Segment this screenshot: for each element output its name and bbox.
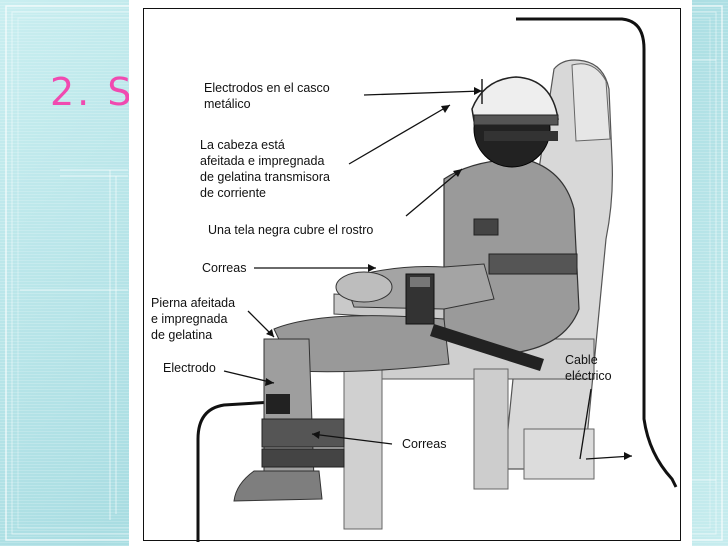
label-electric-cable: Cable eléctrico bbox=[565, 353, 612, 383]
label-straps-legs: Correas bbox=[402, 437, 447, 451]
person-foot bbox=[233, 470, 323, 502]
arrow-leg bbox=[266, 329, 274, 337]
diagonal-belt bbox=[430, 324, 544, 371]
chair-headrest bbox=[571, 63, 611, 142]
arrow-strap-leg bbox=[312, 431, 320, 439]
metal-helmet bbox=[471, 76, 559, 122]
arrow-electrode bbox=[265, 378, 274, 386]
chair-leg-back bbox=[473, 368, 509, 490]
helmet-band bbox=[473, 114, 559, 126]
label-straps-arm: Correas bbox=[202, 261, 247, 275]
label-shaved-leg: Pierna afeitada e impregnada de gelatina bbox=[151, 296, 236, 342]
arrow-strap-arm bbox=[368, 264, 376, 272]
electric-chair-illustration bbox=[196, 17, 678, 542]
body-strap bbox=[488, 253, 578, 275]
arrow-head bbox=[441, 105, 450, 113]
electric-chair-figure: Electrodos en el casco metálico La cabez… bbox=[143, 8, 681, 542]
head-strap bbox=[484, 131, 558, 141]
callout-head-line bbox=[348, 104, 451, 165]
label-electrode: Electrodo bbox=[163, 361, 216, 375]
arrow-helmet bbox=[474, 87, 482, 95]
label-shaved-head: La cabeza está afeitada e impregnada de … bbox=[200, 138, 330, 200]
label-helmet-electrodes: Electrodos en el casco metálico bbox=[204, 81, 330, 111]
callout-helmet-line bbox=[363, 90, 483, 96]
chair-base-right bbox=[523, 428, 595, 480]
leg-strap-upper bbox=[261, 418, 345, 448]
callout-cable-line bbox=[579, 388, 592, 460]
floor-cable-line bbox=[196, 399, 291, 542]
arrow-cloth bbox=[453, 169, 462, 177]
callout-strap-leg-line bbox=[311, 433, 393, 445]
leg-strap-lower bbox=[261, 448, 345, 468]
arm-strap-buckle bbox=[410, 277, 430, 287]
slide-title: 2. S bbox=[50, 70, 135, 114]
leg-electrode bbox=[266, 394, 290, 414]
label-black-cloth: Una tela negra cubre el rostro bbox=[208, 223, 374, 237]
person-thigh bbox=[273, 315, 450, 373]
chest-strap bbox=[473, 218, 499, 236]
person-hand bbox=[335, 271, 393, 303]
arrow-cable bbox=[624, 452, 632, 460]
callout-cloth-line bbox=[405, 168, 463, 217]
electric-cable-line bbox=[516, 17, 678, 488]
chair-leg-front bbox=[343, 363, 383, 530]
